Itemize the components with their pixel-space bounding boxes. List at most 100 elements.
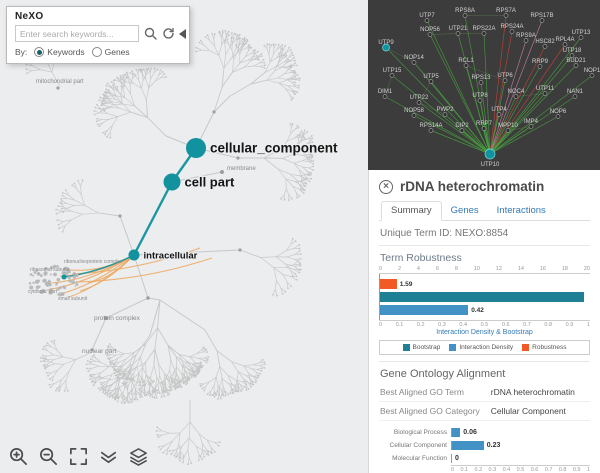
term-details-panel[interactable]: × rDNA heterochromatin Summary Genes Int…	[368, 170, 600, 473]
radio-keywords[interactable]: Keywords	[34, 47, 85, 57]
search-input[interactable]	[15, 25, 139, 42]
network-node-label: UTP7	[419, 13, 435, 19]
svg-text:cytosolic part: cytosolic part	[28, 289, 58, 295]
radio-keywords-label: Keywords	[47, 47, 85, 57]
svg-text:membrane: membrane	[227, 166, 256, 172]
app-title: NeXO	[15, 11, 44, 22]
fit-view-button[interactable]	[68, 446, 89, 467]
close-details-button[interactable]: ×	[379, 179, 393, 194]
network-node-RPS13[interactable]	[478, 80, 484, 85]
network-node-NOP14[interactable]	[411, 60, 417, 65]
zoom-in-button[interactable]	[8, 446, 29, 467]
network-node-label: RPS24A	[500, 24, 523, 30]
search-by-label: By:	[15, 47, 28, 57]
network-node-RPS8A[interactable]	[462, 13, 468, 18]
network-node-DIP2[interactable]	[459, 128, 465, 133]
network-node-NOC4[interactable]	[513, 94, 519, 99]
svg-text:cell part: cell part	[185, 175, 236, 190]
row-label: Best Aligned GO Term	[380, 387, 464, 397]
network-node-UTP22[interactable]	[416, 100, 422, 105]
network-node-NOP56[interactable]	[427, 32, 433, 37]
legend-item: Bootstrap	[402, 344, 440, 351]
network-node-RRP9[interactable]	[537, 64, 543, 69]
row-label: Best Aligned GO Category	[380, 406, 480, 416]
bottom-axis-label: Interaction Density & Bootstrap	[436, 329, 533, 336]
bar-interaction-density: 0.42	[380, 305, 590, 315]
network-node-PWP2[interactable]	[442, 112, 448, 117]
network-node-UTP4[interactable]	[496, 112, 502, 117]
network-node-label: RPL4A	[555, 37, 574, 43]
tree-node-intracellular[interactable]	[128, 249, 140, 261]
network-node-UTP10[interactable]	[484, 148, 496, 160]
tab-summary[interactable]: Summary	[381, 201, 442, 221]
go-alignment-title: Gene Ontology Alignment	[380, 368, 506, 380]
network-node-UTP15[interactable]	[389, 73, 395, 78]
network-node-UTP7[interactable]	[424, 18, 430, 23]
network-node-DIM1[interactable]	[382, 94, 388, 99]
details-tabs: Summary Genes Interactions	[379, 201, 590, 221]
network-node-UTP11[interactable]	[542, 91, 548, 96]
network-node-RPL4A[interactable]	[562, 42, 568, 47]
network-node-label: RPS13	[471, 75, 491, 81]
network-node-label: UTP21	[449, 26, 468, 32]
tab-genes[interactable]: Genes	[450, 205, 479, 216]
network-node-UTP5[interactable]	[428, 79, 434, 84]
radio-genes-control[interactable]	[91, 47, 102, 57]
search-button[interactable]	[144, 27, 157, 40]
network-node-RPS22A[interactable]	[481, 31, 487, 36]
radio-genes[interactable]: Genes	[91, 47, 130, 57]
network-node-NAN1[interactable]	[572, 94, 578, 99]
zoom-in-icon	[10, 448, 27, 465]
network-node-label: RRP9	[532, 59, 549, 65]
reset-button[interactable]	[162, 27, 175, 40]
network-node-RPS9A[interactable]	[523, 38, 529, 43]
network-node-RPS17B[interactable]	[539, 18, 545, 23]
expand-levels-button[interactable]	[98, 446, 119, 467]
zoom-out-button[interactable]	[38, 446, 59, 467]
network-node-BUD21[interactable]	[573, 63, 579, 68]
layers-button[interactable]	[128, 446, 149, 467]
network-node-RCL1[interactable]	[463, 63, 469, 68]
network-node-label: UTP13	[572, 30, 591, 36]
refresh-icon	[163, 27, 174, 39]
map-toolbar	[8, 446, 149, 467]
network-node-UTP13[interactable]	[578, 35, 584, 40]
network-node-RPS7A[interactable]	[503, 13, 509, 18]
network-node-RPS14A[interactable]	[428, 128, 434, 133]
gene-cluster	[28, 264, 79, 297]
network-node-UTP21[interactable]	[455, 31, 461, 36]
network-node-NOP1[interactable]	[589, 73, 595, 78]
network-node-UTP18[interactable]	[569, 53, 575, 58]
search-panel: NeXO By: Keywords Genes	[6, 6, 190, 64]
network-node-MPP10[interactable]	[505, 128, 511, 133]
collapse-panel-icon[interactable]	[179, 29, 186, 39]
network-node-UTP9[interactable]	[382, 43, 390, 52]
network-node-UTP8[interactable]	[477, 98, 483, 103]
layers-icon	[130, 448, 147, 466]
radio-keywords-control[interactable]	[34, 47, 45, 57]
network-node-RPS24A[interactable]	[509, 29, 515, 34]
network-node-RRP7[interactable]	[481, 126, 487, 131]
tree-node-cellular-component[interactable]	[186, 138, 206, 158]
network-node-label: UTP15	[383, 68, 402, 74]
network-node-NOP6[interactable]	[555, 114, 561, 119]
network-node-IMP4[interactable]	[528, 124, 534, 129]
network-node-NOP58[interactable]	[411, 113, 417, 118]
tree-node-cell-part[interactable]	[163, 173, 181, 191]
tab-interactions[interactable]: Interactions	[496, 205, 546, 216]
robustness-section-title: Term Robustness	[380, 252, 462, 264]
network-node-UTP6[interactable]	[502, 78, 508, 83]
bar-robustness: 1.59	[380, 279, 590, 289]
network-node-HSC82[interactable]	[542, 44, 548, 49]
legend-item: Robustness	[522, 344, 567, 351]
